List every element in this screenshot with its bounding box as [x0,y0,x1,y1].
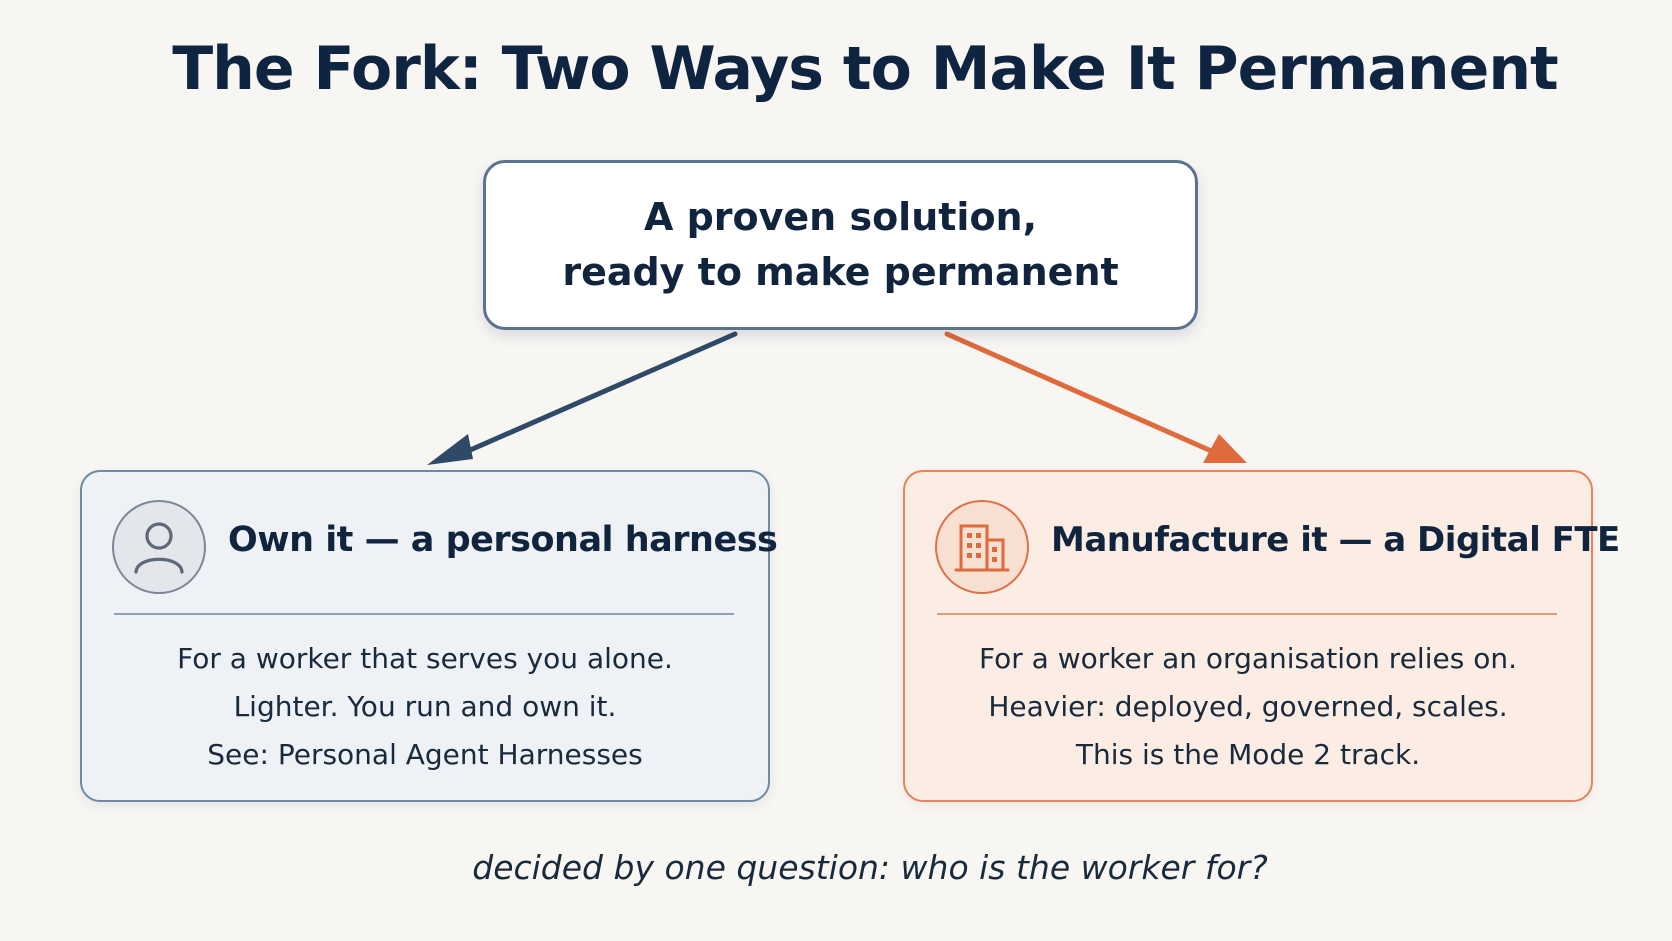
page-title: The Fork: Two Ways to Make It Permanent [172,34,1558,104]
building-icon [935,500,1029,594]
left-arrow-head [427,434,473,465]
proven-solution-line-2: ready to make permanent [562,250,1119,294]
own-it-line-3: See: Personal Agent Harnesses [207,738,643,771]
manufacture-it-line-3: This is the Mode 2 track. [1075,738,1421,771]
manufacture-it-card: Manufacture it — a Digital FTE For a wor… [903,470,1620,802]
own-it-line-1: For a worker that serves you alone. [177,642,673,675]
own-it-heading: Own it — a personal harness [228,520,778,560]
own-it-divider [114,613,734,615]
own-it-card: Own it — a personal harness For a worker… [80,470,778,802]
manufacture-it-heading: Manufacture it — a Digital FTE [1051,520,1620,560]
own-it-line-2: Lighter. You run and own it. [233,690,617,723]
manufacture-it-line-1: For a worker an organisation relies on. [979,642,1517,675]
manufacture-it-description: For a worker an organisation relies on. … [905,635,1591,779]
own-it-description: For a worker that serves you alone. Ligh… [82,635,768,779]
person-icon [112,500,206,594]
proven-solution-line-1: A proven solution, [643,195,1038,239]
deciding-question: decided by one question: who is the work… [472,848,1268,887]
right-arrow-line [944,331,1221,457]
left-arrow-line [449,331,738,461]
manufacture-it-line-2: Heavier: deployed, governed, scales. [988,690,1508,723]
proven-solution-box: A proven solution, ready to make permane… [483,160,1198,330]
right-arrow-head [1203,434,1247,463]
manufacture-it-divider [937,613,1557,615]
